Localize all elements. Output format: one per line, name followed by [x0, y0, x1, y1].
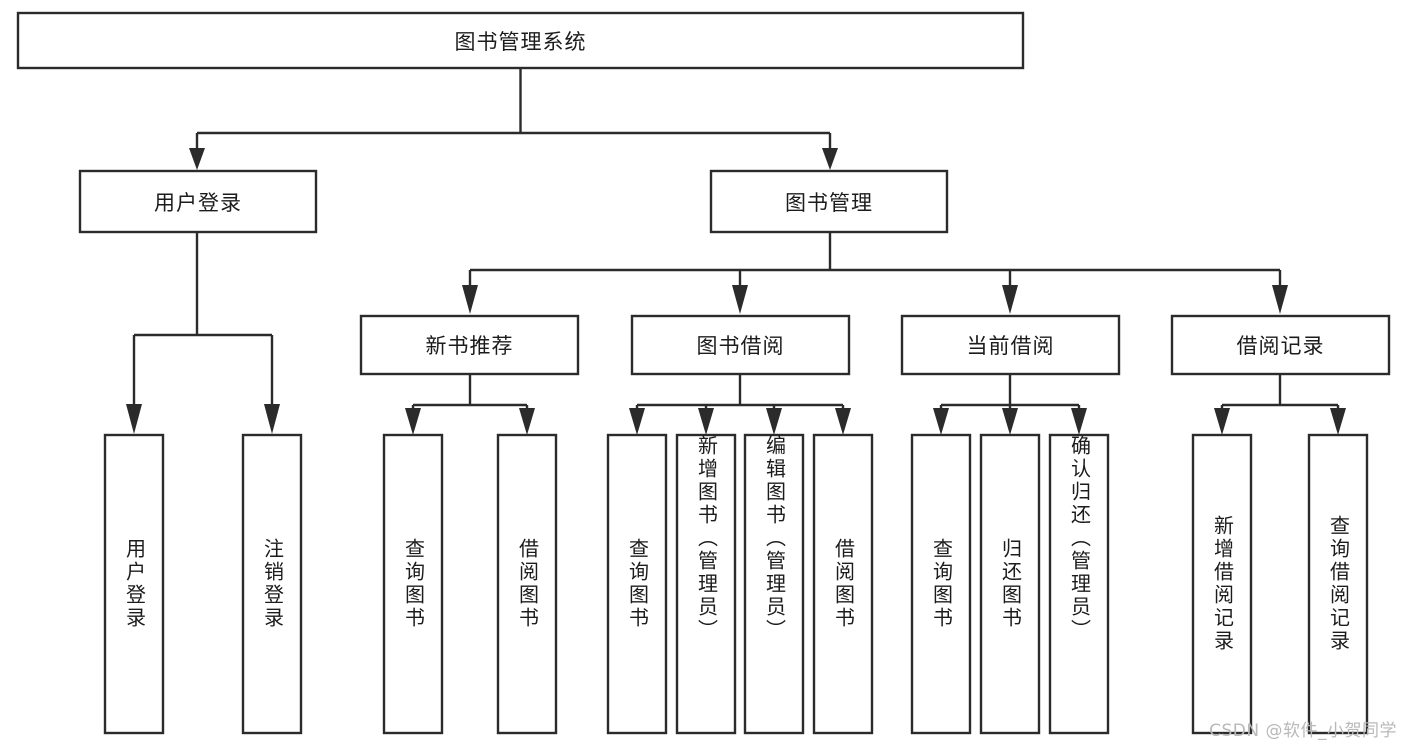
node-leaf-user-logout-box[interactable] — [241, 433, 303, 735]
node-root-box[interactable] — [16, 11, 1025, 70]
node-user-login-box[interactable] — [78, 169, 318, 234]
arrow-head-leaf-query-book-2 — [629, 408, 645, 435]
arrow-head-leaf-user-logout — [264, 404, 280, 434]
arrow-head-leaf-add-record — [1214, 408, 1230, 435]
arrow-head-book-management — [822, 148, 838, 170]
node-borrow-record-box[interactable] — [1170, 314, 1391, 376]
arrow-head-leaf-borrow-book-1 — [519, 408, 535, 435]
arrow-head-book-borrow — [732, 285, 748, 314]
node-leaf-user-login-box[interactable] — [103, 433, 165, 735]
arrow-head-leaf-user-login — [126, 404, 142, 434]
arrow-head-leaf-query-book-3 — [933, 408, 949, 435]
arrow-head-user-login — [189, 148, 205, 170]
node-leaf-query-record-box[interactable] — [1307, 433, 1369, 735]
node-leaf-confirm-return-box[interactable] — [1048, 433, 1110, 735]
node-leaf-query-book-2-box[interactable] — [606, 433, 668, 735]
node-leaf-borrow-book-1-box[interactable] — [496, 433, 558, 735]
arrow-head-leaf-edit-book — [766, 408, 782, 435]
arrow-head-leaf-confirm-return — [1071, 408, 1087, 435]
arrow-head-borrow-record — [1272, 285, 1288, 314]
node-leaf-edit-book-box[interactable] — [743, 433, 805, 735]
node-leaf-borrow-book-2-box[interactable] — [812, 433, 874, 735]
node-book-borrow-box[interactable] — [630, 314, 851, 376]
node-current-borrow-box[interactable] — [900, 314, 1121, 376]
node-new-book-recommend-box[interactable] — [359, 314, 580, 376]
arrow-head-current-borrow — [1002, 285, 1018, 314]
arrow-head-leaf-borrow-book-2 — [835, 408, 851, 435]
arrow-head-leaf-return-book — [1002, 408, 1018, 435]
node-book-management-box[interactable] — [709, 169, 949, 234]
arrow-head-new-book-recommend — [462, 285, 478, 314]
node-leaf-add-book-box[interactable] — [675, 433, 737, 735]
node-leaf-query-book-1-box[interactable] — [382, 433, 444, 735]
node-leaf-return-book-box[interactable] — [979, 433, 1041, 735]
node-leaf-query-book-3-box[interactable] — [910, 433, 972, 735]
arrow-head-leaf-query-book-1 — [405, 408, 421, 435]
arrow-head-leaf-add-book — [698, 408, 714, 435]
arrow-head-leaf-query-record — [1330, 408, 1346, 435]
node-leaf-add-record-box[interactable] — [1191, 433, 1253, 735]
csdn-watermark: CSDN @软件_小贺同学 — [1209, 721, 1397, 741]
